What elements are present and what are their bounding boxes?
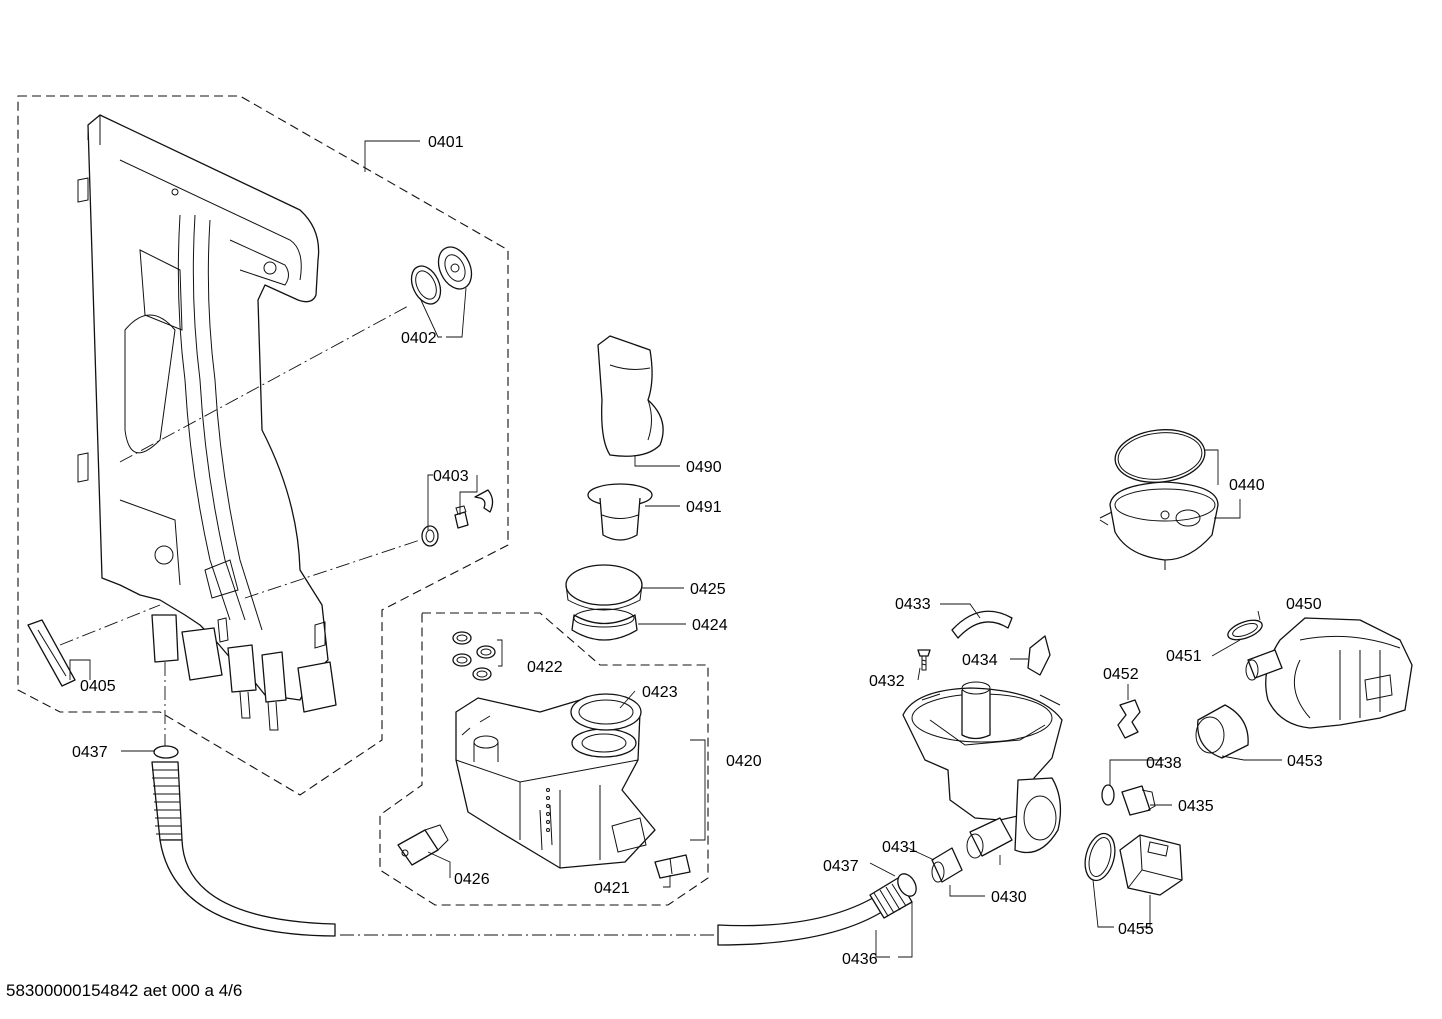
group-outline-0420 (379, 612, 709, 906)
clip-0403 (474, 489, 494, 513)
valve-0426 (397, 829, 439, 866)
cover-0433 (951, 610, 1013, 639)
label-0491: 0491 (686, 499, 722, 516)
label-0437-left: 0437 (72, 744, 108, 761)
label-0452: 0452 (1103, 666, 1139, 683)
label-0437-right: 0437 (823, 858, 859, 875)
label-0432: 0432 (869, 673, 905, 690)
label-0440: 0440 (1229, 477, 1265, 494)
assembly-axis (244, 539, 421, 599)
clamp-0451 (1227, 619, 1263, 641)
plug-0403 (454, 511, 469, 529)
seal-0455 (1084, 832, 1116, 882)
water-softener-0420 (455, 693, 656, 869)
label-0451: 0451 (1166, 648, 1202, 665)
label-0426: 0426 (454, 871, 490, 888)
label-0402: 0402 (401, 330, 437, 347)
seal-ring-0402 (410, 265, 442, 305)
drain-hose-left (151, 745, 336, 937)
gasket-0440 (1114, 429, 1206, 483)
label-0431: 0431 (882, 839, 918, 856)
label-0490: 0490 (686, 459, 722, 476)
label-0420: 0420 (726, 753, 762, 770)
sensor-0435 (1121, 785, 1151, 816)
label-0434: 0434 (962, 652, 998, 669)
group-outline-0401 (17, 95, 509, 796)
side-panel-0401 (77, 114, 337, 731)
drain-hose-right (717, 873, 917, 946)
label-0425: 0425 (690, 581, 726, 598)
part-labels: 0401 0402 0403 0405 0437 0490 0491 0425 … (72, 134, 1323, 968)
ring-0424 (571, 614, 638, 641)
seals-0422 (452, 631, 496, 681)
label-0433: 0433 (895, 596, 931, 613)
label-0453: 0453 (1287, 753, 1323, 770)
funnel-0490 (597, 335, 664, 457)
label-0405: 0405 (80, 678, 116, 695)
label-0436: 0436 (842, 951, 878, 968)
clip-0434 (1027, 635, 1051, 676)
label-0430: 0430 (991, 889, 1027, 906)
o-ring-0438 (1101, 784, 1115, 806)
seal-0403 (421, 525, 439, 547)
clip-0452 (1117, 699, 1141, 739)
label-0423: 0423 (642, 684, 678, 701)
label-0450: 0450 (1286, 596, 1322, 613)
label-0401: 0401 (428, 134, 464, 151)
sump-0430 (902, 681, 1063, 859)
label-0424: 0424 (692, 617, 728, 634)
label-0422: 0422 (527, 659, 563, 676)
heater-cover-0440 (1099, 481, 1219, 570)
label-0421: 0421 (594, 880, 630, 897)
document-id: 58300000154842 aet 000 a 4/6 (6, 981, 243, 1000)
assembly-axis (119, 304, 411, 463)
leader-lines (69, 140, 1282, 958)
label-0455: 0455 (1118, 921, 1154, 938)
clip-0421 (654, 854, 691, 879)
label-0403: 0403 (433, 468, 469, 485)
label-0435: 0435 (1178, 798, 1214, 815)
label-0438: 0438 (1146, 755, 1182, 772)
impeller-0453 (1197, 704, 1249, 759)
seal-0423 (570, 693, 642, 731)
lid-0425 (565, 564, 643, 606)
assembly-axis (59, 604, 161, 646)
circulation-pump-0450 (1245, 617, 1413, 729)
connector-0431 (931, 847, 963, 883)
screw-0432 (917, 649, 931, 657)
